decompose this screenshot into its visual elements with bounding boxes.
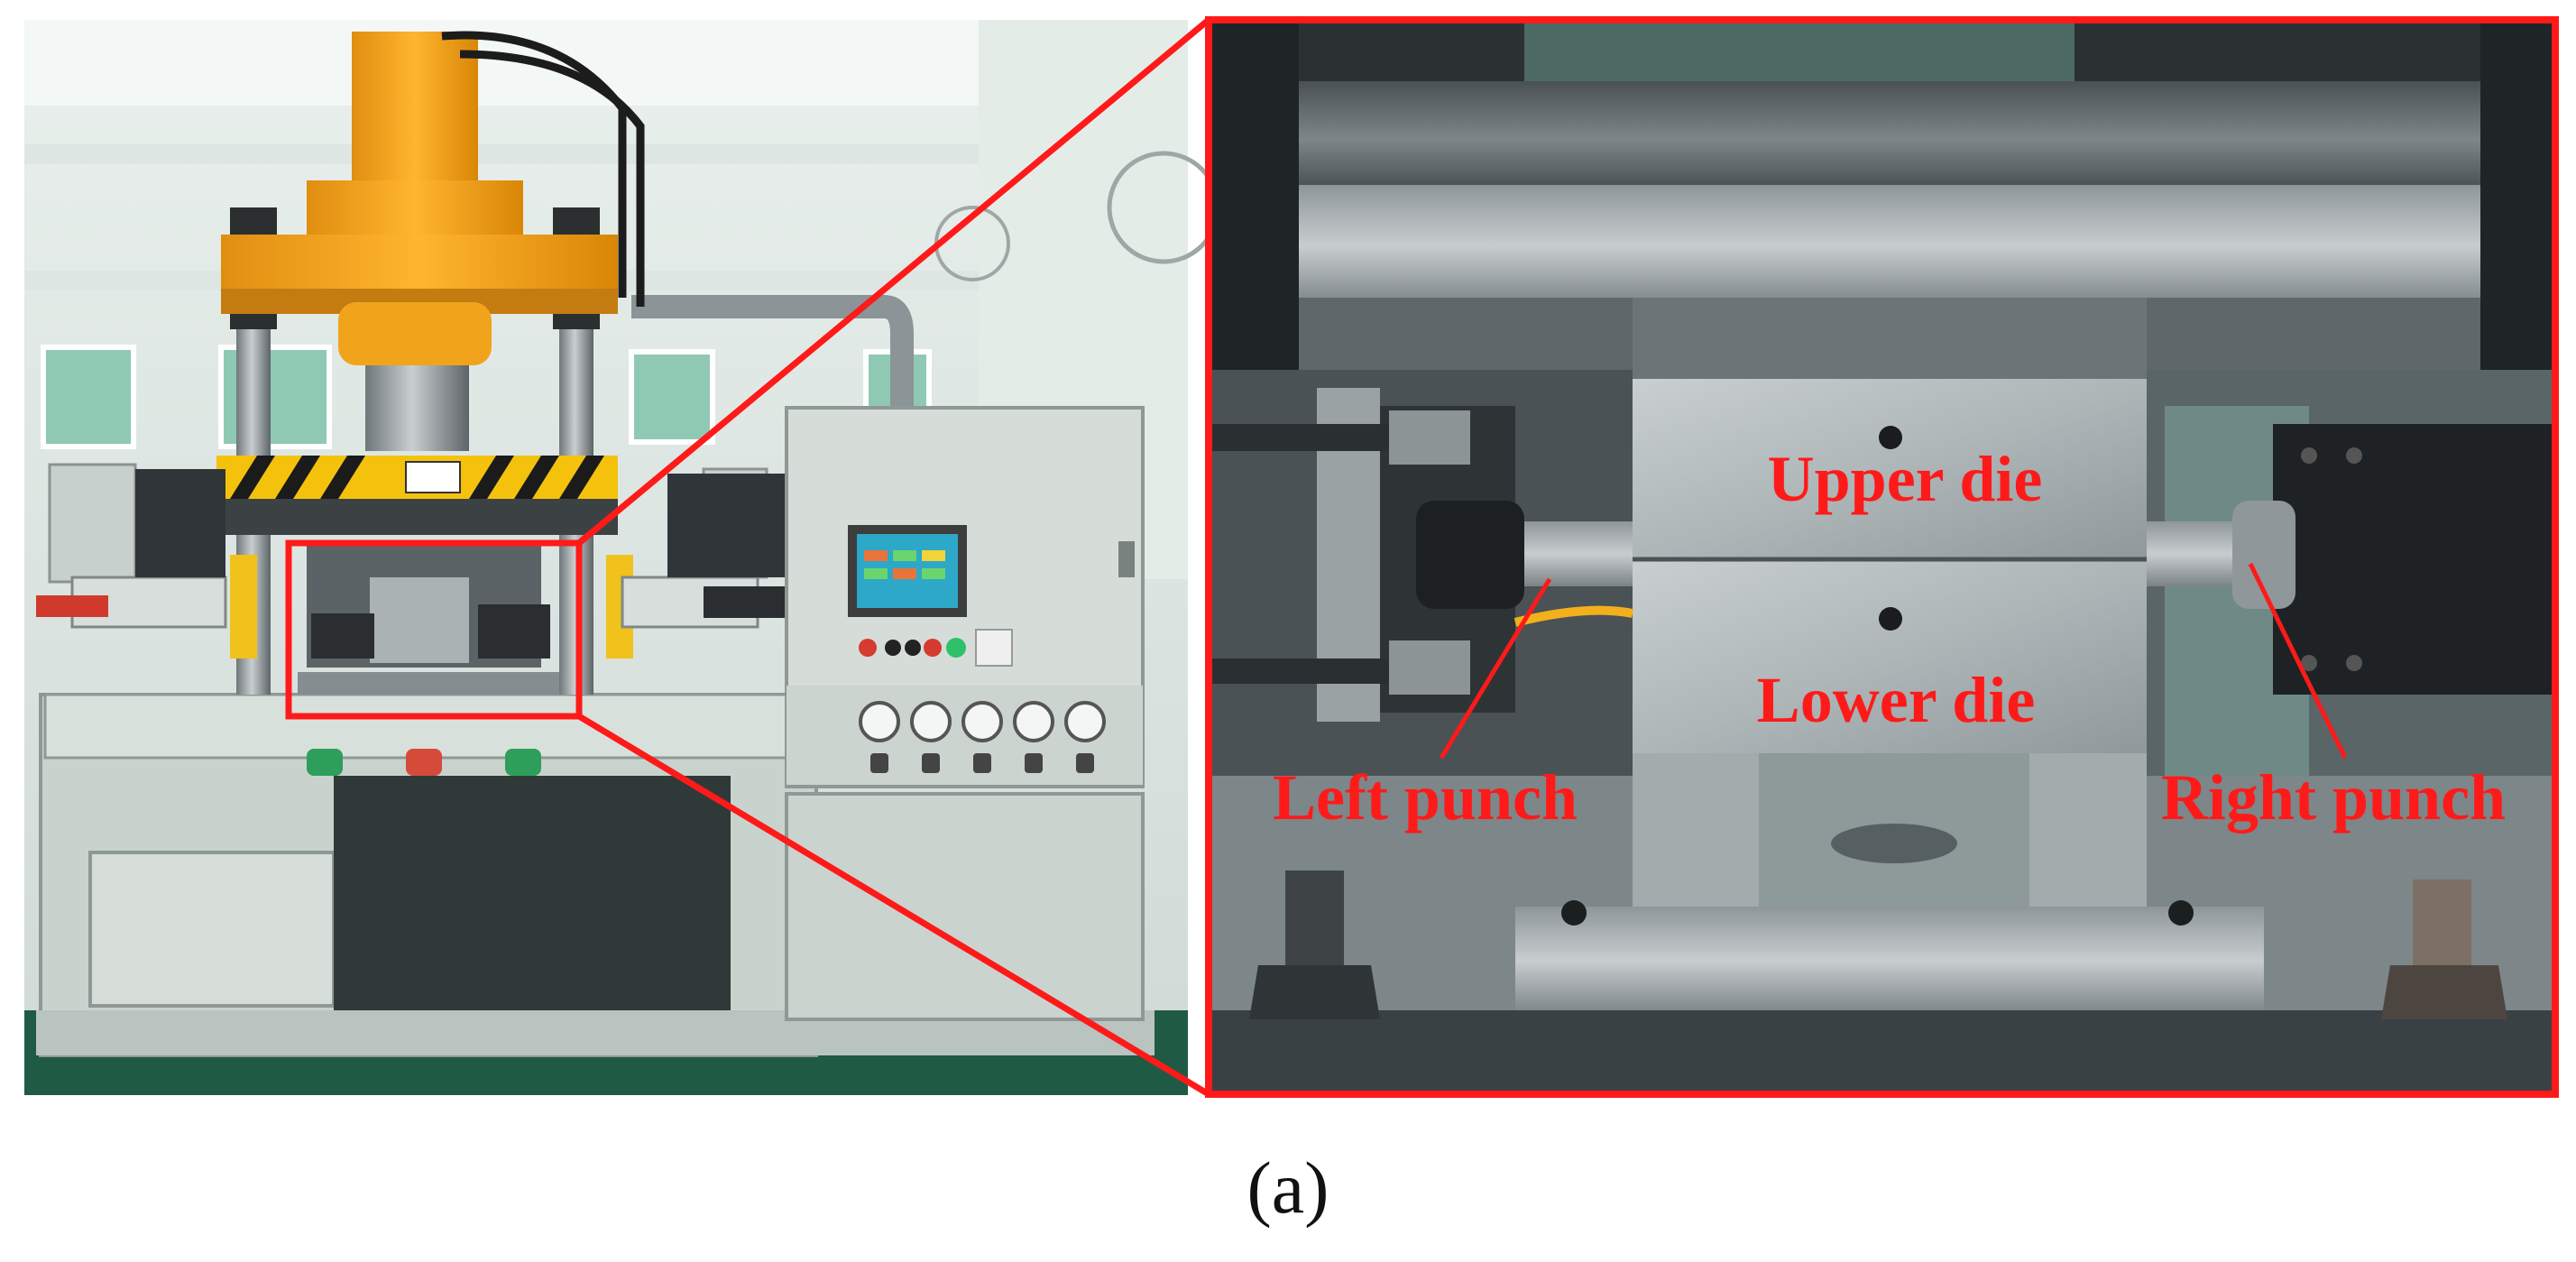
label-left-punch: Left punch — [1273, 761, 1578, 834]
callout-leaders — [1439, 562, 2348, 760]
upper-die-block — [1633, 379, 2147, 559]
die-set — [1633, 379, 2147, 907]
pressure-gauges — [859, 701, 1106, 742]
zoom-connector-lines — [576, 17, 1211, 1098]
label-upper-die: Upper die — [1768, 443, 2043, 515]
side-cylinders — [36, 469, 785, 629]
right-punch-assembly — [2147, 424, 2555, 695]
left-punch-rod — [1524, 521, 1633, 586]
control-cabinet — [785, 406, 1145, 1021]
figure-caption: (a) — [1247, 1147, 1329, 1229]
upper-platen — [1209, 81, 2555, 198]
press-base — [36, 693, 1155, 1057]
label-lower-die: Lower die — [1757, 664, 2036, 736]
hydraulic-cylinder — [221, 31, 645, 451]
callout-labels: Upper die Lower die Left punch Right pun… — [1273, 443, 2506, 834]
zoom-panel-border — [1205, 16, 2559, 1098]
press-photo — [24, 20, 1220, 1095]
die-area-small — [298, 541, 559, 695]
label-right-punch: Right punch — [2161, 761, 2506, 834]
die-closeup-photo: Upper die Lower die Left punch Right pun… — [1205, 16, 2559, 1098]
cabinet-buttons — [859, 629, 1013, 667]
left-punch-assembly — [1209, 388, 1633, 722]
press-slide — [216, 456, 618, 535]
highlight-box — [285, 539, 583, 720]
lower-bolster — [1209, 776, 2555, 1094]
clamp-bolts — [1249, 871, 2507, 1019]
lower-die-block — [1633, 559, 2147, 753]
